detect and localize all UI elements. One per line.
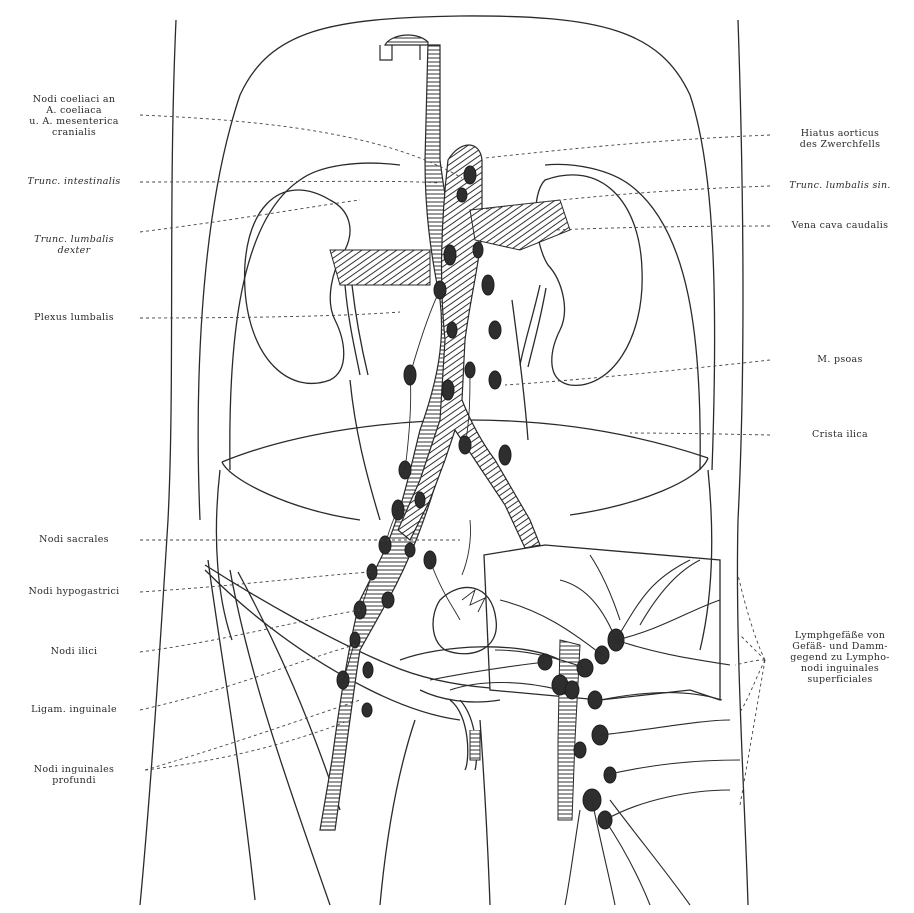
inset-box <box>484 545 720 700</box>
label-crista-ilica: Crista ilica <box>770 429 910 440</box>
label-ligam-inguinale: Ligam. inguinale <box>6 704 142 715</box>
body-outline-left <box>140 20 176 905</box>
diaphragm <box>230 163 400 470</box>
label-trunc-lumbalis-dexter: Trunc. lumbalis dexter <box>6 234 142 256</box>
leader-nodi-inguinales-1 <box>145 700 360 770</box>
label-nodi-ilici: Nodi ilici <box>6 646 142 657</box>
label-hiatus-aorticus: Hiatus aorticus des Zwerchfells <box>770 128 910 150</box>
leader-trunc-lumbalis-dexter <box>140 200 360 232</box>
label-m-psoas: M. psoas <box>770 354 910 365</box>
leader-nodi-hypogastrici <box>140 572 372 592</box>
label-nodi-inguinales-profundi: Nodi inguinales profundi <box>6 764 142 786</box>
vena-cava-caudalis <box>470 200 570 250</box>
leader-vena-cava <box>555 226 770 230</box>
label-trunc-intestinalis: Trunc. intestinalis <box>6 176 142 187</box>
leader-trunc-intestinalis <box>140 181 440 183</box>
leader-nodi-coeliaci <box>140 115 462 178</box>
leader-nodi-ilici <box>140 610 360 652</box>
label-nodi-sacrales: Nodi sacrales <box>6 534 142 545</box>
leader-psoas <box>505 360 770 385</box>
label-nodi-hypogastrici: Nodi hypogastrici <box>6 586 142 597</box>
leader-ligam-inguinale <box>140 645 355 710</box>
label-lymphgefaesse: Lymphgefäße von Gefäß- und Damm- gegend … <box>768 630 912 685</box>
label-trunc-lumbalis-sin: Trunc. lumbalis sin. <box>770 180 910 191</box>
body-outline-right <box>737 20 748 905</box>
right-kidney <box>245 190 350 383</box>
leader-plexus-lumbalis <box>140 312 400 318</box>
label-nodi-coeliaci: Nodi coeliaci an A. coeliaca u. A. mesen… <box>6 94 142 138</box>
leader-nodi-inguinales-2 <box>145 720 350 770</box>
label-plexus-lumbalis: Plexus lumbalis <box>6 312 142 323</box>
label-vena-cava-caudalis: Vena cava caudalis <box>770 220 910 231</box>
leader-hiatus <box>485 135 770 158</box>
